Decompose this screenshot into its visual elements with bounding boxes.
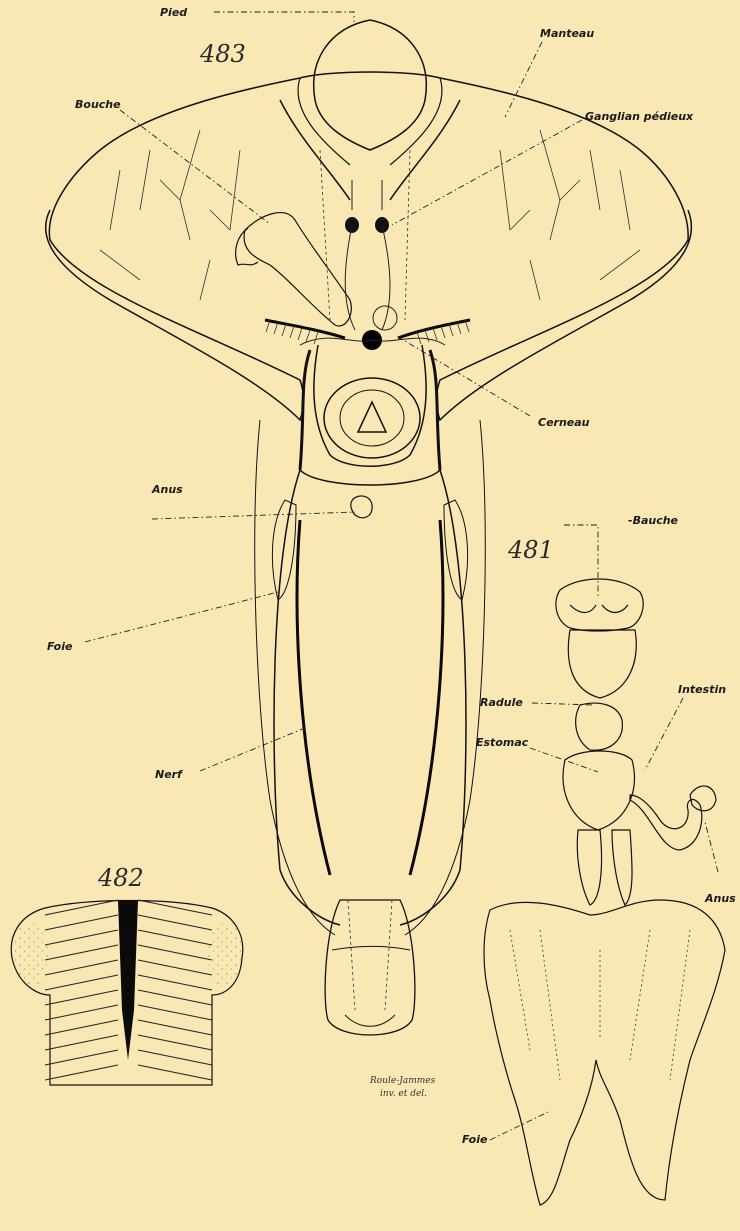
- mantle-veins: [100, 130, 640, 300]
- leader-lines: [85, 12, 718, 1140]
- figure-481: 481: [484, 536, 725, 1205]
- radula: [576, 703, 623, 750]
- radula-teeth: [45, 900, 212, 1080]
- tail: [325, 900, 415, 1035]
- label-intestin: Intestin: [678, 683, 726, 696]
- buccal-bulb-481: [568, 630, 636, 698]
- figure-number-483: 483: [199, 40, 246, 68]
- figure-number-481: 481: [507, 536, 554, 564]
- stomach: [563, 751, 634, 830]
- mouth-481: [556, 579, 643, 631]
- label-anus-481: Anus: [704, 892, 736, 905]
- intestine: [630, 795, 702, 850]
- label-bouche-481: -Bauche: [628, 514, 679, 527]
- figure-482: 482: [11, 864, 244, 1085]
- body: [274, 470, 466, 925]
- figure-number-482: 482: [97, 864, 144, 892]
- nerve-483: [297, 520, 443, 875]
- cerebral-ganglion: [300, 306, 445, 350]
- label-cerveau: Cerneau: [538, 416, 590, 429]
- mantle: [46, 78, 692, 420]
- signature: Roule-Jammes inv. et del.: [369, 1076, 436, 1099]
- liver-481: [484, 900, 725, 1205]
- labels: Pied Manteau Bouche Ganglian pédieux Cer…: [47, 6, 736, 1146]
- liver-483-right: [444, 500, 468, 600]
- label-anus-483: Anus: [151, 483, 183, 496]
- label-radule: Radule: [480, 696, 523, 709]
- foot: [314, 20, 427, 150]
- label-estomac: Estomac: [476, 736, 529, 749]
- anus-483: [351, 496, 372, 518]
- buccal-mass: [244, 213, 351, 326]
- label-nerf: Nerf: [155, 768, 183, 781]
- signature-line-1: Roule-Jammes: [369, 1076, 436, 1086]
- label-manteau: Manteau: [540, 27, 594, 40]
- label-ganglion-pedieux: Ganglian pédieux: [585, 110, 694, 123]
- signature-line-2: inv. et del.: [380, 1089, 427, 1099]
- label-foie-483: Foie: [47, 640, 73, 653]
- label-bouche-483: Bouche: [75, 98, 121, 111]
- label-pied: Pied: [160, 6, 187, 19]
- label-foie-481: Foie: [462, 1133, 488, 1146]
